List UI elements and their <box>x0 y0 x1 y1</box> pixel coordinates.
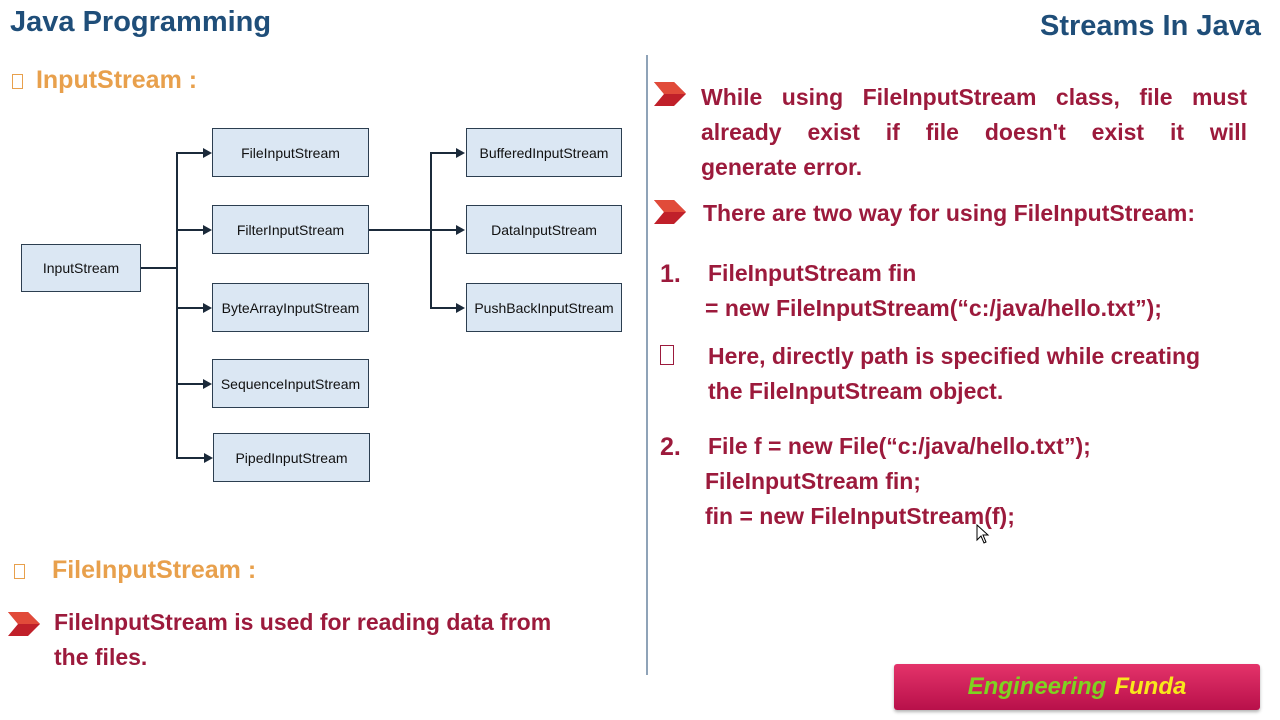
red-arrow-bullet-icon <box>654 200 686 224</box>
arrow-head-icon <box>456 148 465 158</box>
description-line: FileInputStream is used for reading data… <box>54 609 552 635</box>
square-bullet-icon <box>14 563 25 579</box>
red-arrow-bullet-icon <box>654 82 686 106</box>
list-number: 2. <box>660 433 681 461</box>
note-line: the FileInputStream object. <box>708 378 1004 404</box>
section-inputstream-heading: InputStream : <box>12 66 197 95</box>
arrow-head-icon <box>203 225 212 235</box>
column-divider <box>646 55 648 675</box>
connector-line <box>141 267 177 269</box>
slide-topic: Streams In Java <box>1040 10 1261 42</box>
mouse-cursor-icon <box>976 524 990 544</box>
arrow-head-icon <box>456 225 465 235</box>
point-file-must-exist: While using FileInputStream class, file … <box>701 80 1247 185</box>
code-line: File f = new File(“c:/java/hello.txt”); <box>708 433 1091 459</box>
diagram-node-bufferedinputstream: BufferedInputStream <box>466 128 622 177</box>
slide-title: Java Programming <box>10 6 272 38</box>
point-two-ways: There are two way for using FileInputStr… <box>703 200 1196 226</box>
diagram-node-root: InputStream <box>21 244 141 292</box>
connector-line <box>176 152 178 458</box>
arrow-head-icon <box>203 148 212 158</box>
point-line: While using FileInputStream class, file … <box>701 84 1247 110</box>
fileinputstream-description: FileInputStream is used for reading data… <box>54 605 551 675</box>
code-example-1: FileInputStream fin = new FileInputStrea… <box>705 256 1162 326</box>
diagram-node-pushbackinputstream: PushBackInputStream <box>466 283 622 332</box>
section-fileinputstream-heading: FileInputStream : <box>14 556 256 585</box>
code-line: FileInputStream fin <box>708 260 917 286</box>
arrow-head-icon <box>456 303 465 313</box>
square-bullet-icon <box>12 73 23 89</box>
logo-word-engineering: Engineering <box>967 673 1107 700</box>
engineering-funda-logo: Engineering Funda <box>894 664 1260 710</box>
red-arrow-bullet-icon <box>8 612 40 636</box>
arrow-head-icon <box>204 453 213 463</box>
square-bullet-icon <box>660 345 674 365</box>
point-line: already exist if file doesn't exist it w… <box>701 119 1247 145</box>
diagram-node-sequenceinputstream: SequenceInputStream <box>212 359 369 408</box>
point-line: generate error. <box>701 154 863 180</box>
logo-word-funda: Funda <box>1114 673 1187 700</box>
code-line: FileInputStream fin; <box>705 468 921 494</box>
list-number: 1. <box>660 260 681 288</box>
section-fileinputstream-label: FileInputStream : <box>51 556 257 584</box>
arrow-head-icon <box>203 303 212 313</box>
diagram-node-datainputstream: DataInputStream <box>466 205 622 254</box>
diagram-node-filterinputstream: FilterInputStream <box>212 205 369 254</box>
note-line: Here, directly path is specified while c… <box>708 343 1201 369</box>
note-direct-path: Here, directly path is specified while c… <box>708 339 1200 409</box>
section-inputstream-label: InputStream : <box>35 66 198 94</box>
code-example-2: File f = new File(“c:/java/hello.txt”); … <box>705 429 1091 534</box>
description-line: the files. <box>54 644 148 670</box>
diagram-node-pipedinputstream: PipedInputStream <box>213 433 370 482</box>
diagram-node-bytearrayinputstream: ByteArrayInputStream <box>212 283 369 332</box>
code-line: fin = new FileInputStream(f); <box>705 503 1015 529</box>
code-line: = new FileInputStream(“c:/java/hello.txt… <box>705 295 1162 321</box>
diagram-node-fileinputstream: FileInputStream <box>212 128 369 177</box>
connector-line <box>369 229 431 231</box>
arrow-head-icon <box>203 379 212 389</box>
